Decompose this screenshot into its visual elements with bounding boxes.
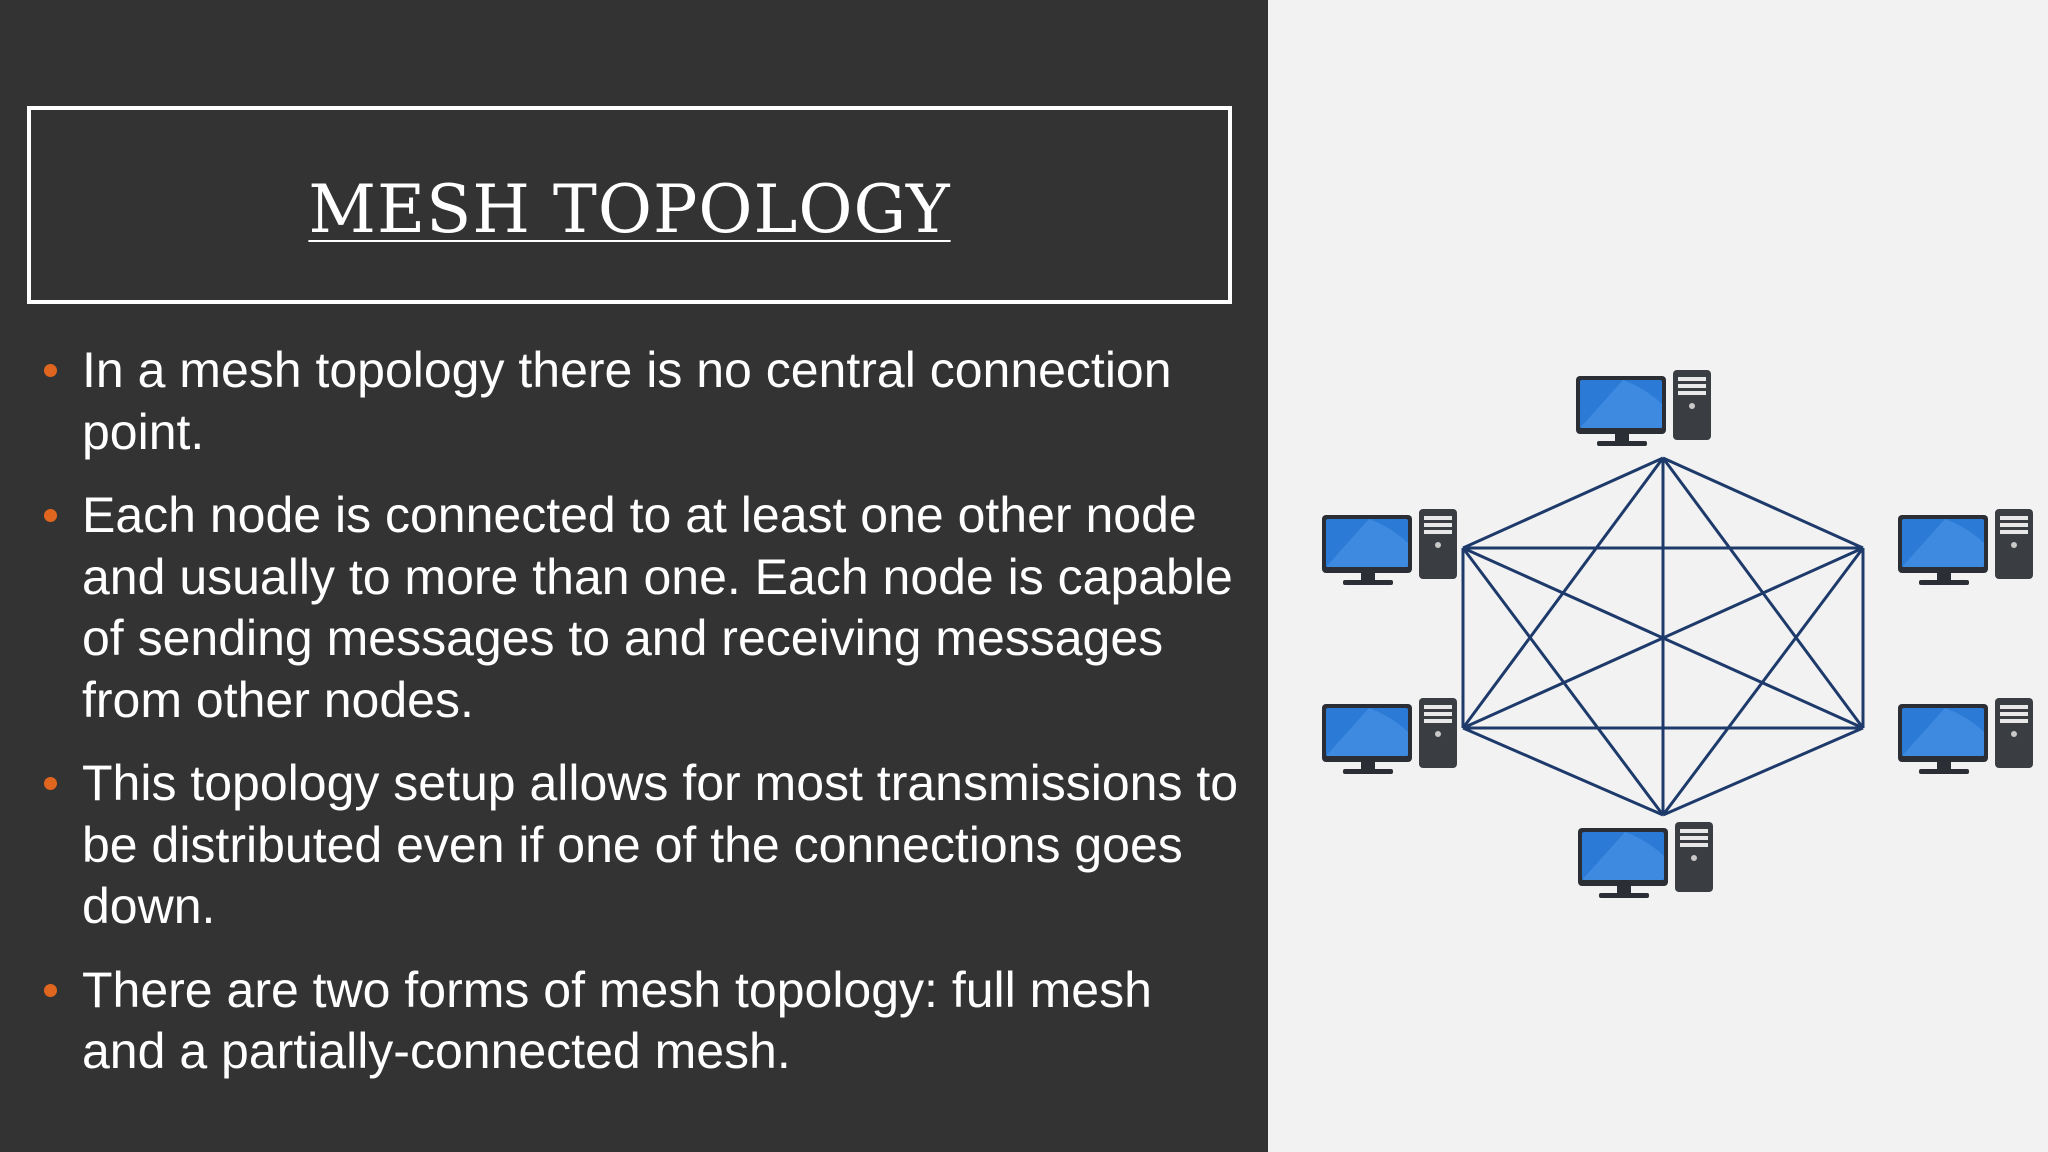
title-box: MESH TOPOLOGY [27, 106, 1232, 304]
bullet-item: This topology setup allows for most tran… [0, 753, 1268, 938]
desktop-computer-icon [1576, 370, 1711, 446]
bullet-item: In a mesh topology there is no central c… [0, 340, 1268, 463]
bullet-item: There are two forms of mesh topology: fu… [0, 960, 1268, 1083]
bullet-text: This topology setup allows for most tran… [82, 755, 1239, 934]
mesh-link [1462, 456, 1664, 550]
mesh-connections [1461, 456, 1865, 817]
desktop-computer-icon [1898, 509, 2033, 585]
bullet-text: In a mesh topology there is no central c… [82, 342, 1172, 460]
bullet-dot-icon [44, 983, 57, 997]
mesh-topology-diagram [1322, 370, 2033, 898]
mesh-link [1462, 726, 1664, 817]
mesh-link [1662, 456, 1864, 550]
desktop-computer-icon [1322, 509, 1457, 585]
desktop-computer-icon [1898, 698, 2033, 774]
slide-title: MESH TOPOLOGY [308, 170, 951, 248]
bullet-dot-icon [44, 777, 57, 790]
mesh-link [1662, 726, 1864, 817]
diagram-panel [1268, 0, 2048, 1152]
text-panel: MESH TOPOLOGY In a mesh topology there i… [0, 106, 1268, 1105]
desktop-computer-icon [1322, 698, 1457, 774]
bullet-list: In a mesh topology there is no central c… [0, 340, 1268, 1105]
bullet-item: Each node is connected to at least one o… [0, 485, 1268, 731]
mesh-link [1462, 546, 1864, 730]
desktop-computer-icon [1578, 822, 1713, 898]
bullet-text: Each node is connected to at least one o… [82, 487, 1233, 728]
mesh-nodes [1322, 370, 2033, 898]
bullet-dot-icon [44, 509, 57, 522]
bullet-text: There are two forms of mesh topology: fu… [82, 961, 1152, 1080]
mesh-link [1461, 547, 1665, 816]
bullet-dot-icon [44, 364, 57, 377]
